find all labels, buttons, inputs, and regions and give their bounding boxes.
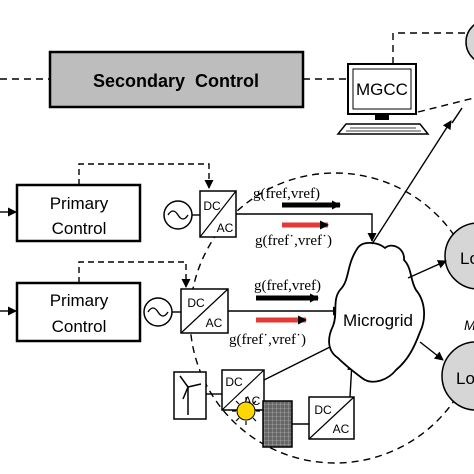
power-line-1: [236, 213, 377, 242]
ref-signal-label-1: g(fref,vref): [253, 186, 320, 202]
primary-control-2-line2: Control: [52, 317, 107, 336]
converter-4-ac: AC: [333, 422, 350, 436]
top-right-load-edge: [465, 24, 474, 60]
switch-symbol: [451, 107, 463, 124]
ref-signal-label-2: g(fref,vref): [254, 278, 321, 294]
primary-1-dashed-link: [78, 163, 214, 189]
sun-icon: [232, 397, 260, 425]
microgrid-cloud: [328, 241, 425, 383]
mgcc-label: MGCC: [356, 80, 408, 99]
converter-2-dc: DC: [187, 296, 205, 310]
meas-signal-label-1: g(fref˙,vref˙): [255, 233, 332, 249]
load-bottom: [441, 341, 474, 411]
wind-turbine-icon: [173, 371, 207, 420]
load-top: [444, 222, 474, 290]
comm-line-mgcc-right: [417, 97, 474, 113]
converter-3-dc: DC: [225, 375, 243, 389]
mgcc-to-microgrid-link: [371, 120, 452, 245]
secondary-control-block: [48, 50, 305, 109]
secondary-control-label: Secondary Control: [93, 71, 259, 91]
converter-1-ac: AC: [217, 221, 234, 235]
load-bottom-label: Lo: [456, 369, 474, 388]
primary-control-1-block: [15, 183, 142, 243]
load-top-label: Lo: [460, 249, 474, 268]
primary-control-2-line1: Primary: [50, 291, 109, 310]
converter-1-dc: DC: [203, 199, 221, 213]
solar-panel-icon: [262, 400, 293, 448]
converter-4-dc: DC: [314, 403, 332, 417]
mgcc-computer-icon: [336, 63, 430, 135]
load-middle-label-fragment: M: [464, 317, 474, 333]
meas-signal-label-2: g(fref˙,vref˙): [229, 332, 306, 348]
microgrid-label: Microgrid: [343, 311, 413, 330]
primary-control-1-line2: Control: [52, 219, 107, 238]
comm-line-mgcc-up: [392, 32, 474, 64]
power-line-load-bottom: [419, 341, 444, 361]
converter-2-ac: AC: [206, 316, 223, 330]
primary-control-2-block: [15, 281, 142, 343]
power-line-3: [263, 341, 341, 381]
primary-2-dashed-link: [78, 261, 191, 288]
primary-control-1-line1: Primary: [50, 194, 109, 213]
power-line-load-top: [407, 260, 447, 279]
